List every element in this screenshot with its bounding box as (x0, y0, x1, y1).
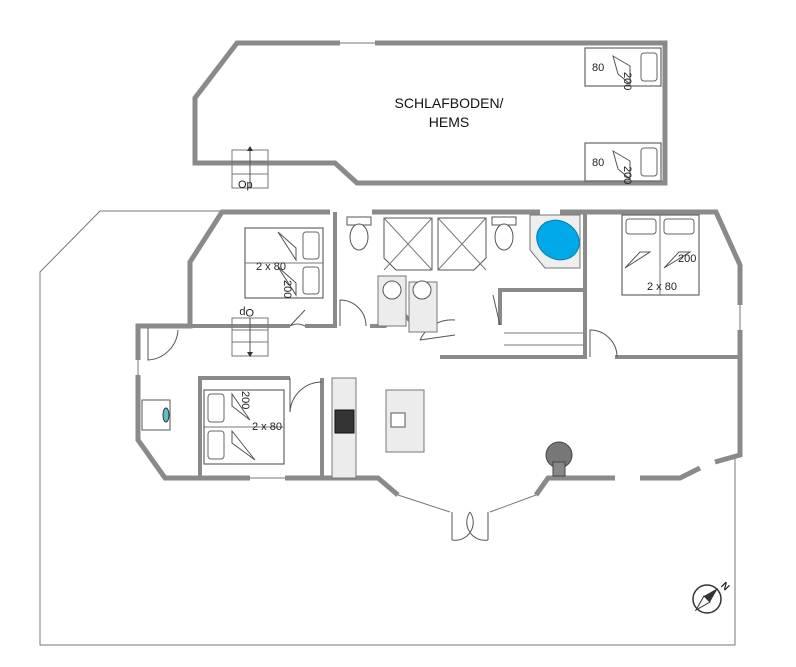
bed-length-label: 200 (621, 166, 633, 184)
compass-icon: N (692, 580, 731, 614)
bed-width-label: 80 (592, 62, 604, 74)
sink-counter (377, 275, 438, 333)
plot-boundary (39, 210, 736, 646)
washing-machine (141, 399, 171, 431)
bed: 80 200 (584, 142, 662, 184)
upper-floor-walls (192, 40, 668, 186)
bed-length-label: 200 (281, 280, 293, 298)
room-label: SCHLAFBODEN/ (395, 95, 504, 111)
bed-label: 2 x 80 (252, 421, 282, 433)
bed-width-label: 80 (592, 157, 604, 169)
terrace-doors[interactable] (451, 511, 489, 541)
toilet (346, 216, 372, 251)
shower (437, 217, 487, 271)
bathtub (529, 214, 581, 269)
stair-label: Op (239, 306, 254, 318)
fireplace (545, 441, 573, 477)
bedroom-top-right-beds: 200 2 x 80 (621, 214, 700, 296)
bed-label: 2 x 80 (256, 261, 286, 273)
bedroom-top-left-beds: 2 x 80 200 (244, 227, 324, 299)
toilet (491, 216, 517, 251)
shower (383, 217, 433, 271)
outer-walls (140, 209, 330, 329)
bed-length-label: 200 (678, 253, 696, 265)
bed: 80 200 (584, 47, 662, 90)
bed-label: 2 x 80 (647, 281, 677, 293)
upper-floor: 80 200 80 200 SCHLAFBODEN/ HEMS Op (192, 40, 668, 191)
kitchen-counter (331, 377, 357, 479)
stairs: Op (231, 146, 269, 191)
stair-label: Op (238, 179, 253, 191)
bed-length-label: 200 (239, 391, 251, 409)
bedroom-bottom-left-beds: 200 2 x 80 (203, 389, 285, 465)
ground-floor: 2 x 80 200 200 2 x 80 200 2 x 80 (135, 209, 743, 541)
kitchen-island (385, 389, 425, 453)
room-label: HEMS (429, 114, 469, 130)
compass-label: N (718, 580, 731, 593)
bed-length-label: 200 (621, 72, 633, 90)
stairs: Op (231, 306, 269, 357)
